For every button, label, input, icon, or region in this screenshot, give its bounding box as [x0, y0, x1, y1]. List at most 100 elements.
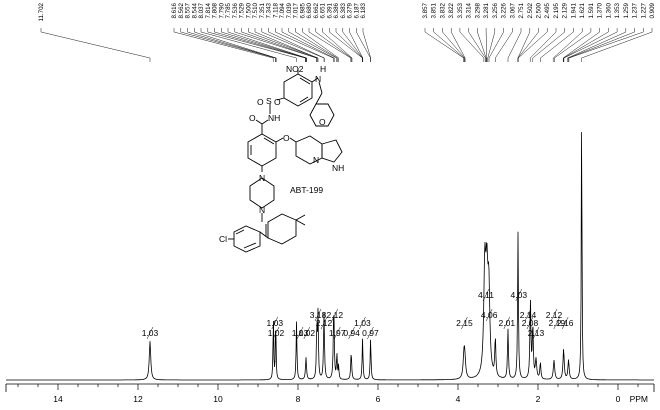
peak-connector	[459, 28, 485, 62]
peak-label: 11.702	[38, 2, 45, 21]
peak-label: 6.183	[360, 2, 367, 18]
peak-label: 6.386	[333, 2, 340, 18]
integral-mark	[561, 316, 569, 330]
peak-label: 3.067	[509, 2, 516, 18]
peak-connector	[468, 28, 486, 62]
peak-connector	[567, 28, 627, 62]
bond-gem-dimethyl-a	[295, 214, 306, 221]
ring-pyrrole	[321, 139, 343, 163]
peak-connector	[487, 28, 496, 62]
peak-label: 2.195	[553, 2, 560, 18]
ring-benzamide	[247, 133, 277, 167]
peak-label: 7.536	[232, 2, 239, 18]
peak-connector	[349, 28, 364, 62]
peak-label: 2.129	[562, 2, 569, 18]
bond-co-o	[255, 119, 263, 125]
peak-connector	[268, 28, 325, 62]
peak-connector	[424, 28, 464, 62]
integral-mark	[553, 316, 561, 330]
x-tick-label: 10	[213, 394, 223, 404]
peak-label: 6.391	[326, 2, 333, 18]
peak-connector	[562, 28, 600, 62]
peak-connector	[488, 28, 504, 62]
peak-connector	[214, 28, 306, 62]
peak-connector	[187, 28, 276, 62]
peak-label: 2.502	[527, 2, 534, 18]
peak-connector	[180, 28, 276, 62]
peak-label: 0.909	[649, 2, 656, 18]
peak-label: 8.544	[191, 2, 198, 18]
compound-name: ABT-199	[290, 185, 323, 195]
bond-aryl-o	[275, 137, 284, 143]
peak-label: 2.495	[544, 2, 551, 18]
peak-connector	[442, 28, 465, 62]
peak-label: 3.832	[440, 2, 447, 18]
integral-mark	[333, 326, 341, 340]
peak-label: 1.591	[588, 2, 595, 18]
peak-label: 7.118	[272, 2, 279, 18]
label-chlorine: Cl	[219, 234, 227, 244]
peak-connector	[517, 28, 548, 62]
label-azaindole-n: N	[313, 155, 319, 165]
peak-label: 6.383	[340, 2, 347, 18]
spectrum-trace	[6, 132, 654, 381]
integral-mark	[359, 316, 366, 330]
peak-connector	[433, 28, 465, 62]
peak-label: 7.529	[239, 2, 246, 18]
peak-connector	[532, 28, 565, 62]
peak-label: 3.281	[483, 2, 490, 18]
peak-label: 7.039	[286, 2, 293, 18]
peak-connector	[261, 28, 325, 62]
peak-label: 6.651	[320, 2, 327, 18]
label-ether-o: O	[283, 133, 290, 143]
peak-connector	[275, 28, 334, 62]
chemical-structure: NO2 H N S O O NH O O O N NH N N Cl ABT-1…	[219, 64, 344, 253]
peak-connector	[254, 28, 318, 62]
peak-label: 1.370	[597, 2, 604, 18]
peak-label: 3.822	[448, 2, 455, 18]
x-tick-label: 4	[456, 394, 461, 404]
bond-inner-f	[243, 242, 257, 249]
peak-connector	[568, 28, 644, 62]
peak-connector	[529, 28, 557, 62]
integral-mark	[331, 308, 339, 322]
bond-nh	[311, 77, 319, 83]
peak-connector	[568, 28, 635, 62]
x-tick-label: 6	[376, 394, 381, 404]
bond-s	[276, 97, 285, 101]
peak-connector	[40, 28, 151, 62]
peak-label: 6.662	[313, 2, 320, 18]
ring-chlorophenyl	[233, 225, 261, 253]
peak-connector	[450, 28, 466, 62]
peak-label: 6.187	[353, 2, 360, 18]
x-tick-label: 2	[536, 394, 541, 404]
peak-connector	[302, 28, 339, 62]
peak-label: 7.510	[252, 2, 259, 18]
label-no2: NO2	[286, 64, 304, 74]
peak-connector	[194, 28, 277, 62]
ring-piperazine	[249, 177, 275, 209]
integral-mark	[303, 326, 311, 340]
peak-connector	[517, 28, 539, 62]
peak-connector	[207, 28, 306, 62]
peak-label: 3.851	[431, 2, 438, 18]
peak-label: 1.237	[632, 2, 639, 18]
bond-nh-co	[261, 119, 269, 125]
integral-mark	[367, 326, 374, 340]
peak-label: 7.094	[279, 2, 286, 18]
peak-connector	[362, 28, 371, 62]
peak-connector	[552, 28, 583, 62]
bond-ch2-thp	[315, 92, 323, 105]
peak-connector	[485, 28, 488, 62]
x-tick-label: 12	[133, 394, 143, 404]
peak-label: 8.616	[171, 2, 178, 18]
peak-label: 7.790	[218, 2, 225, 18]
peak-connector	[563, 28, 609, 62]
peak-label: 6.985	[299, 2, 306, 18]
bond-o-aza	[289, 137, 297, 143]
peak-label: 2.500	[536, 2, 543, 18]
label-sulfonyl-o2: O	[274, 97, 281, 107]
peak-connector	[477, 28, 487, 62]
